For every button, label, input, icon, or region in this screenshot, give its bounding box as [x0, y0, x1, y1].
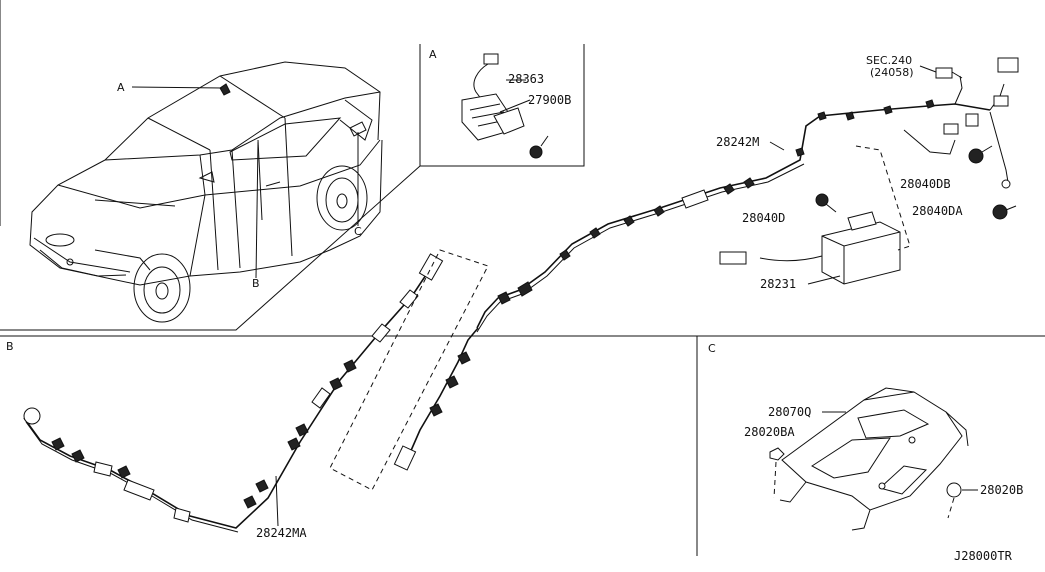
panel-frames — [0, 0, 1045, 556]
label-28070Q: 28070Q — [768, 405, 811, 419]
label-28020BA: 28020BA — [744, 425, 795, 439]
section-label-c: C — [708, 342, 716, 355]
bolt-28040DA — [992, 204, 1017, 220]
label-28040D: 28040D — [742, 211, 785, 225]
label-sec240-line2: (24058) — [870, 66, 914, 79]
callout-a: A — [117, 81, 125, 94]
bolt-28040DB — [968, 145, 993, 164]
nut-28020B — [946, 482, 962, 519]
section-label-b: B — [6, 340, 14, 353]
car-illustration — [29, 61, 383, 323]
nut-28020BA — [769, 447, 785, 499]
label-28242M: 28242M — [716, 135, 759, 149]
sensor-28363 — [461, 53, 549, 159]
harness-28242MA — [23, 253, 444, 533]
label-28040DA: 28040DA — [912, 204, 963, 218]
label-28020B: 28020B — [980, 483, 1023, 497]
label-sec240-line1: SEC.240 — [866, 54, 912, 67]
label-28242MA: 28242MA — [256, 526, 307, 540]
harness-28242M — [476, 57, 1019, 333]
callout-b: B — [252, 277, 260, 290]
car-callouts: A B C — [117, 81, 362, 290]
bolt-28040D — [815, 193, 837, 213]
diagram-code: J28000TR — [954, 549, 1013, 563]
label-28231: 28231 — [760, 277, 796, 291]
callout-c: C — [354, 225, 362, 238]
harness-28242MA-branch — [393, 327, 479, 471]
bracket-28070Q — [779, 387, 969, 531]
label-28040DB: 28040DB — [900, 177, 951, 191]
label-27900B: 27900B — [528, 93, 571, 107]
control-unit-28231 — [719, 211, 901, 285]
section-label-a: A — [429, 48, 437, 61]
label-28363: 28363 — [508, 72, 544, 86]
